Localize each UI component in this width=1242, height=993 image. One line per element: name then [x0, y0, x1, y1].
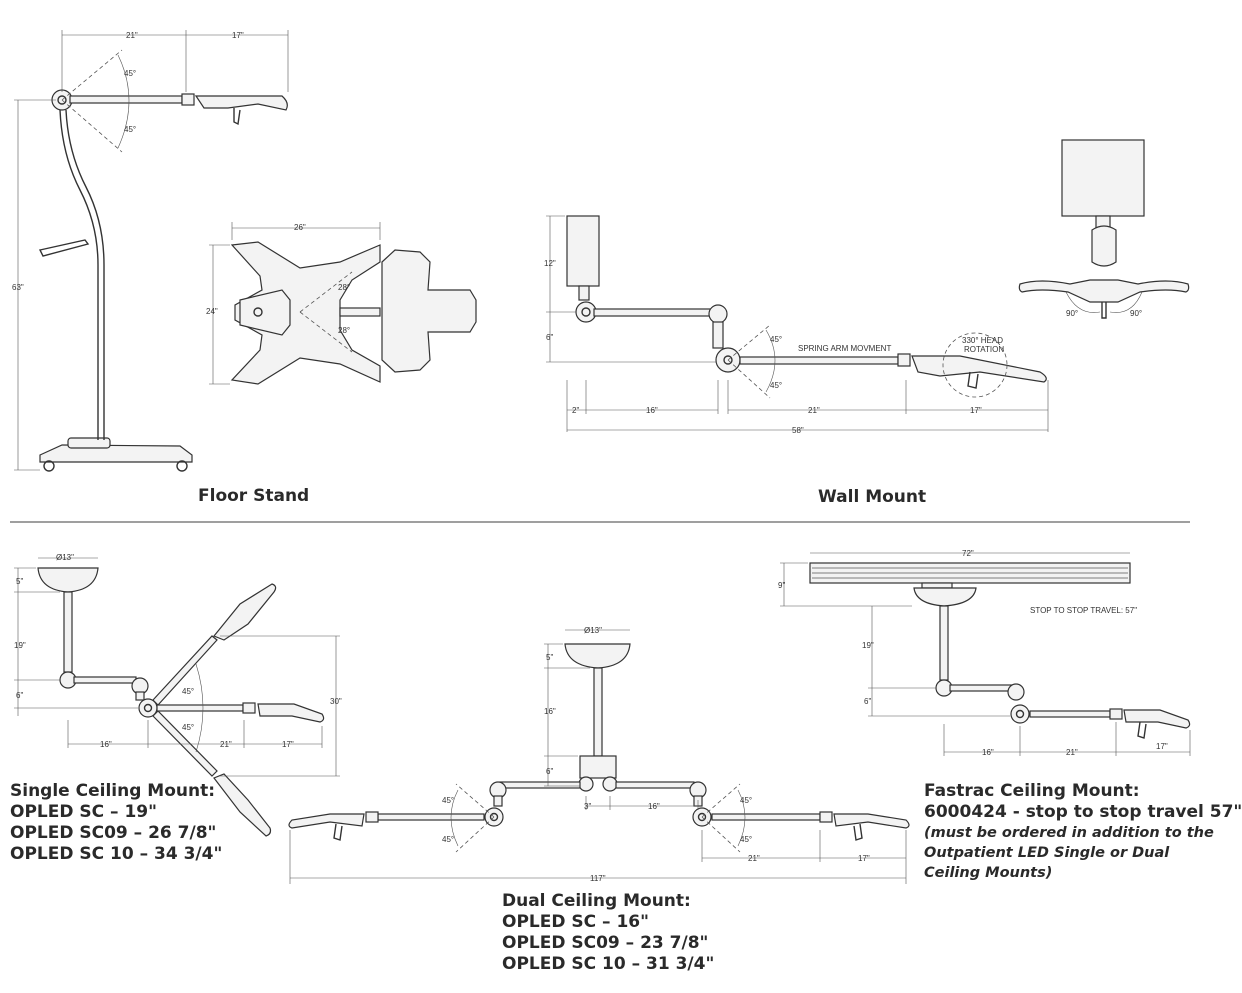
dual-canopy-height: 5" — [546, 653, 553, 662]
single-ceiling-title: Single Ceiling Mount: — [10, 781, 216, 801]
single-up-angle: 45° — [182, 687, 194, 696]
single-ceiling-caption: Single Ceiling Mount: OPLED SC – 19" OPL… — [10, 781, 222, 865]
fastrac-drop-dim: 6" — [864, 697, 871, 706]
single-down-angle: 45° — [182, 723, 194, 732]
fastrac-track-dim: 72" — [962, 549, 974, 558]
dual-right-up-angle: 45° — [740, 796, 752, 805]
dual-ceiling-title: Dual Ceiling Mount: — [502, 891, 691, 911]
dual-canopy-dim: Ø13" — [584, 626, 602, 635]
wall-offset-dim: 2" — [572, 406, 579, 415]
floor-height-dim: 63" — [12, 283, 24, 292]
single-arm1-dim: 16" — [100, 740, 112, 749]
single-post-dim: 19" — [14, 641, 26, 650]
dual-drop-dim: 6" — [546, 767, 553, 776]
wall-up-angle: 45° — [770, 335, 782, 344]
fastrac-arm2-dim: 21" — [1066, 748, 1078, 757]
dual-head-dim: 17" — [858, 854, 870, 863]
single-drop-dim: 6" — [16, 691, 23, 700]
fastrac-note-1: (must be ordered in addition to the — [924, 825, 1214, 841]
dual-left-down-angle: 45° — [442, 835, 454, 844]
wall-drop-dim: 6" — [546, 333, 553, 342]
single-canopy-height: 5" — [16, 577, 23, 586]
wall-rotation-note-1: 330° HEAD — [962, 336, 1003, 345]
wall-down-angle: 45° — [770, 381, 782, 390]
fastrac-note-2: Outpatient LED Single or Dual — [924, 845, 1170, 861]
dual-arm2-dim: 21" — [748, 854, 760, 863]
fastrac-note-3: Ceiling Mounts) — [924, 865, 1053, 881]
dual-ceiling-figure: Ø13" 5" 16" 6" 3" 16" 45° 45° 45° 45° 21… — [288, 626, 910, 884]
wall-mount-figure: SPRING ARM MOVMENT 330° HEAD ROTATION 45… — [544, 215, 1049, 435]
spec-drawing: 21" 17" 45° 45° 63" 26" 24" 28° 28° — [10, 30, 1191, 884]
single-ceiling-line-2: OPLED SC09 – 26 7/8" — [10, 823, 217, 843]
fastrac-travel-note: STOP TO STOP TRAVEL: 57" — [1030, 606, 1137, 615]
floor-leg-down-angle: 28° — [338, 326, 350, 335]
floor-up-angle: 45° — [124, 69, 136, 78]
fastrac-post-dim: 19" — [862, 641, 874, 650]
fastrac-figure: 72" 9" STOP TO STOP TRAVEL: 57" 19" 6" 1… — [778, 549, 1191, 757]
floor-leg-up-angle: 28° — [338, 283, 350, 292]
wall-arm2-dim: 21" — [808, 406, 820, 415]
wall-head-dim: 17" — [970, 406, 982, 415]
dual-right-down-angle: 45° — [740, 835, 752, 844]
floor-base-depth: 24" — [206, 307, 218, 316]
fastrac-caption: Fastrac Ceiling Mount: 6000424 - stop to… — [924, 781, 1242, 883]
wall-total-dim: 58" — [792, 426, 804, 435]
floor-down-angle: 45° — [124, 125, 136, 134]
single-ceiling-figure: Ø13" 5" 19" 6" 16" 21" 17" 30" 45° 45° — [14, 553, 342, 837]
single-span-dim: 30" — [330, 697, 342, 706]
floor-stand-title: Floor Stand — [198, 486, 310, 506]
dual-post-dim: 16" — [544, 707, 556, 716]
floor-arm-dim: 21" — [126, 31, 138, 40]
wall-box-height: 12" — [544, 259, 556, 268]
single-canopy-dim: Ø13" — [56, 553, 74, 562]
single-head-dim: 17" — [282, 740, 294, 749]
fastrac-head-dim: 17" — [1156, 742, 1168, 751]
fastrac-arm1-dim: 16" — [982, 748, 994, 757]
dual-left-up-angle: 45° — [442, 796, 454, 805]
wall-arm1-dim: 16" — [646, 406, 658, 415]
dual-hub-dim: 3" — [584, 802, 591, 811]
floor-stand-figure: 21" 17" 45° 45° 63" — [12, 30, 289, 472]
single-ceiling-line-1: OPLED SC – 19" — [10, 802, 157, 822]
dual-ceiling-caption: Dual Ceiling Mount: OPLED SC – 16" OPLED… — [502, 891, 714, 975]
floor-head-dim: 17" — [232, 31, 244, 40]
floor-base-topview: 26" 24" 28° 28° — [206, 222, 477, 385]
fastrac-subtitle: 6000424 - stop to stop travel 57" — [924, 802, 1242, 822]
dual-total-dim: 117" — [590, 874, 606, 883]
wall-rotation-note-2: ROTATION — [964, 345, 1004, 354]
fastrac-title: Fastrac Ceiling Mount: — [924, 781, 1140, 801]
wall-left-rotation: 90° — [1066, 309, 1078, 318]
floor-base-width: 26" — [294, 223, 306, 232]
dual-ceiling-line-3: OPLED SC 10 – 31 3/4" — [502, 954, 715, 974]
dual-ceiling-line-2: OPLED SC09 – 23 7/8" — [502, 933, 709, 953]
wall-spring-note: SPRING ARM MOVMENT — [798, 344, 891, 353]
fastrac-track-height: 9" — [778, 581, 785, 590]
single-ceiling-line-3: OPLED SC 10 – 34 3/4" — [10, 844, 223, 864]
wall-right-rotation: 90° — [1130, 309, 1142, 318]
wall-mount-title: Wall Mount — [818, 487, 927, 507]
dual-ceiling-line-1: OPLED SC – 16" — [502, 912, 649, 932]
single-arm2-dim: 21" — [220, 740, 232, 749]
dual-arm1-dim: 16" — [648, 802, 660, 811]
wall-mount-frontview: 90° 90° — [1018, 139, 1190, 319]
